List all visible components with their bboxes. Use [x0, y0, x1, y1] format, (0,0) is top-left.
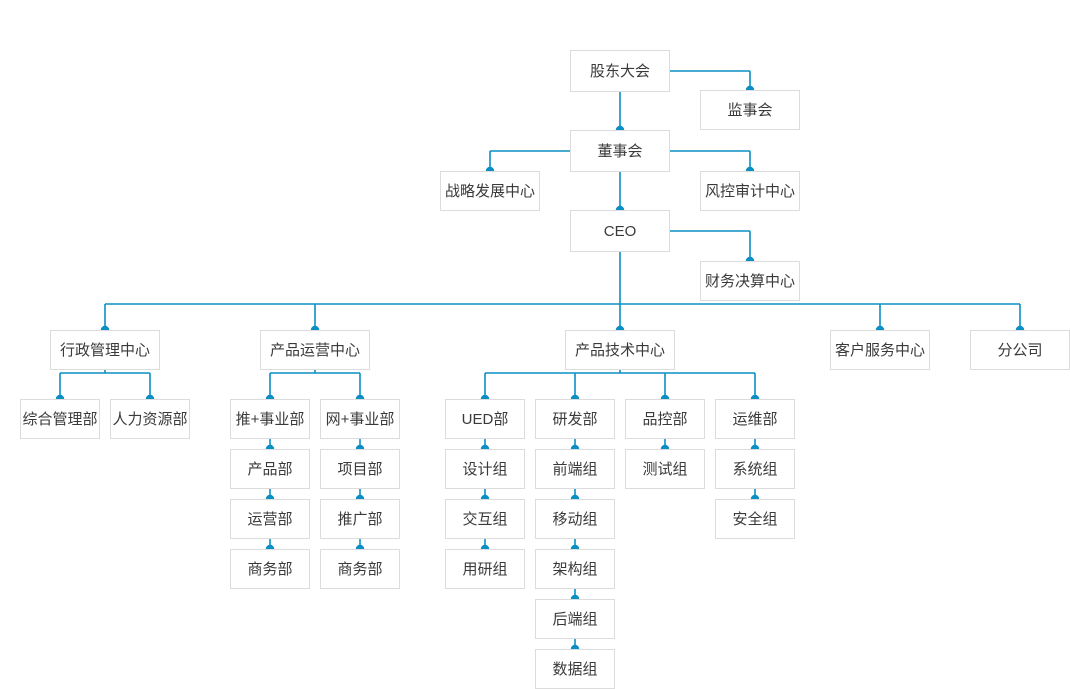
org-node-shareholders[interactable]: 股东大会 [570, 50, 670, 92]
org-node-supervisory[interactable]: 监事会 [700, 90, 800, 130]
org-node-customer-center[interactable]: 客户服务中心 [830, 330, 930, 370]
org-node-product-dept[interactable]: 产品部 [230, 449, 310, 489]
org-node-research-group[interactable]: 用研组 [445, 549, 525, 589]
org-node-strategy-center[interactable]: 战略发展中心 [440, 171, 540, 211]
org-node-product-ops-center[interactable]: 产品运营中心 [260, 330, 370, 370]
org-node-admin-center[interactable]: 行政管理中心 [50, 330, 160, 370]
org-node-ceo[interactable]: CEO [570, 210, 670, 252]
org-node-wang-bu[interactable]: 网+事业部 [320, 399, 400, 439]
org-node-tui-bu[interactable]: 推+事业部 [230, 399, 310, 439]
org-node-general-admin[interactable]: 综合管理部 [20, 399, 100, 439]
org-node-system-group[interactable]: 系统组 [715, 449, 795, 489]
org-node-ued-dept[interactable]: UED部 [445, 399, 525, 439]
org-node-rd-dept[interactable]: 研发部 [535, 399, 615, 439]
org-node-operations-dept[interactable]: 运营部 [230, 499, 310, 539]
org-node-ops-dept[interactable]: 运维部 [715, 399, 795, 439]
org-node-architecture-group[interactable]: 架构组 [535, 549, 615, 589]
org-node-project-dept[interactable]: 项目部 [320, 449, 400, 489]
org-node-data-group[interactable]: 数据组 [535, 649, 615, 689]
org-node-design-group[interactable]: 设计组 [445, 449, 525, 489]
org-node-branch-company[interactable]: 分公司 [970, 330, 1070, 370]
org-node-qc-dept[interactable]: 品控部 [625, 399, 705, 439]
org-node-product-tech-center[interactable]: 产品技术中心 [565, 330, 675, 370]
org-node-hr-dept[interactable]: 人力资源部 [110, 399, 190, 439]
org-node-finance-center[interactable]: 财务决算中心 [700, 261, 800, 301]
org-node-business-dept-2[interactable]: 商务部 [320, 549, 400, 589]
org-node-promotion-dept[interactable]: 推广部 [320, 499, 400, 539]
org-node-business-dept-1[interactable]: 商务部 [230, 549, 310, 589]
org-node-risk-audit-center[interactable]: 风控审计中心 [700, 171, 800, 211]
org-node-test-group[interactable]: 测试组 [625, 449, 705, 489]
org-node-frontend-group[interactable]: 前端组 [535, 449, 615, 489]
org-node-interaction-group[interactable]: 交互组 [445, 499, 525, 539]
org-node-security-group[interactable]: 安全组 [715, 499, 795, 539]
org-node-board[interactable]: 董事会 [570, 130, 670, 172]
org-node-backend-group[interactable]: 后端组 [535, 599, 615, 639]
org-node-mobile-group[interactable]: 移动组 [535, 499, 615, 539]
